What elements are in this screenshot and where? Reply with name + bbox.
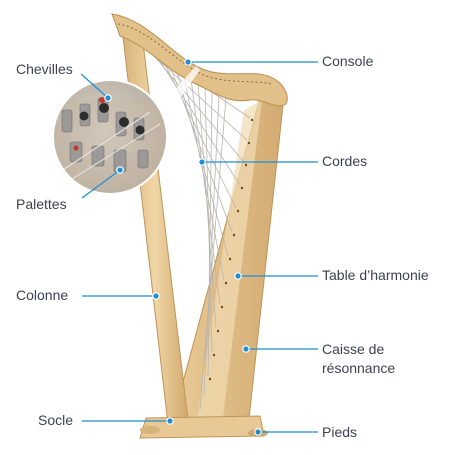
soundbox [170,90,284,430]
label-socle: Socle [38,412,73,429]
label-cordes: Cordes [322,153,367,170]
zoom-circle [52,66,200,195]
label-caisse-line1: Caisse de [322,341,384,358]
label-console: Console [322,53,373,70]
label-pieds: Pieds [322,424,357,441]
label-caisse-line2: résonnance [322,360,395,377]
label-colonne: Colonne [16,287,68,304]
label-palettes: Palettes [16,196,67,213]
label-table-harmonie: Table d’harmonie [322,267,429,284]
label-chevilles: Chevilles [16,61,73,78]
base [140,416,268,438]
